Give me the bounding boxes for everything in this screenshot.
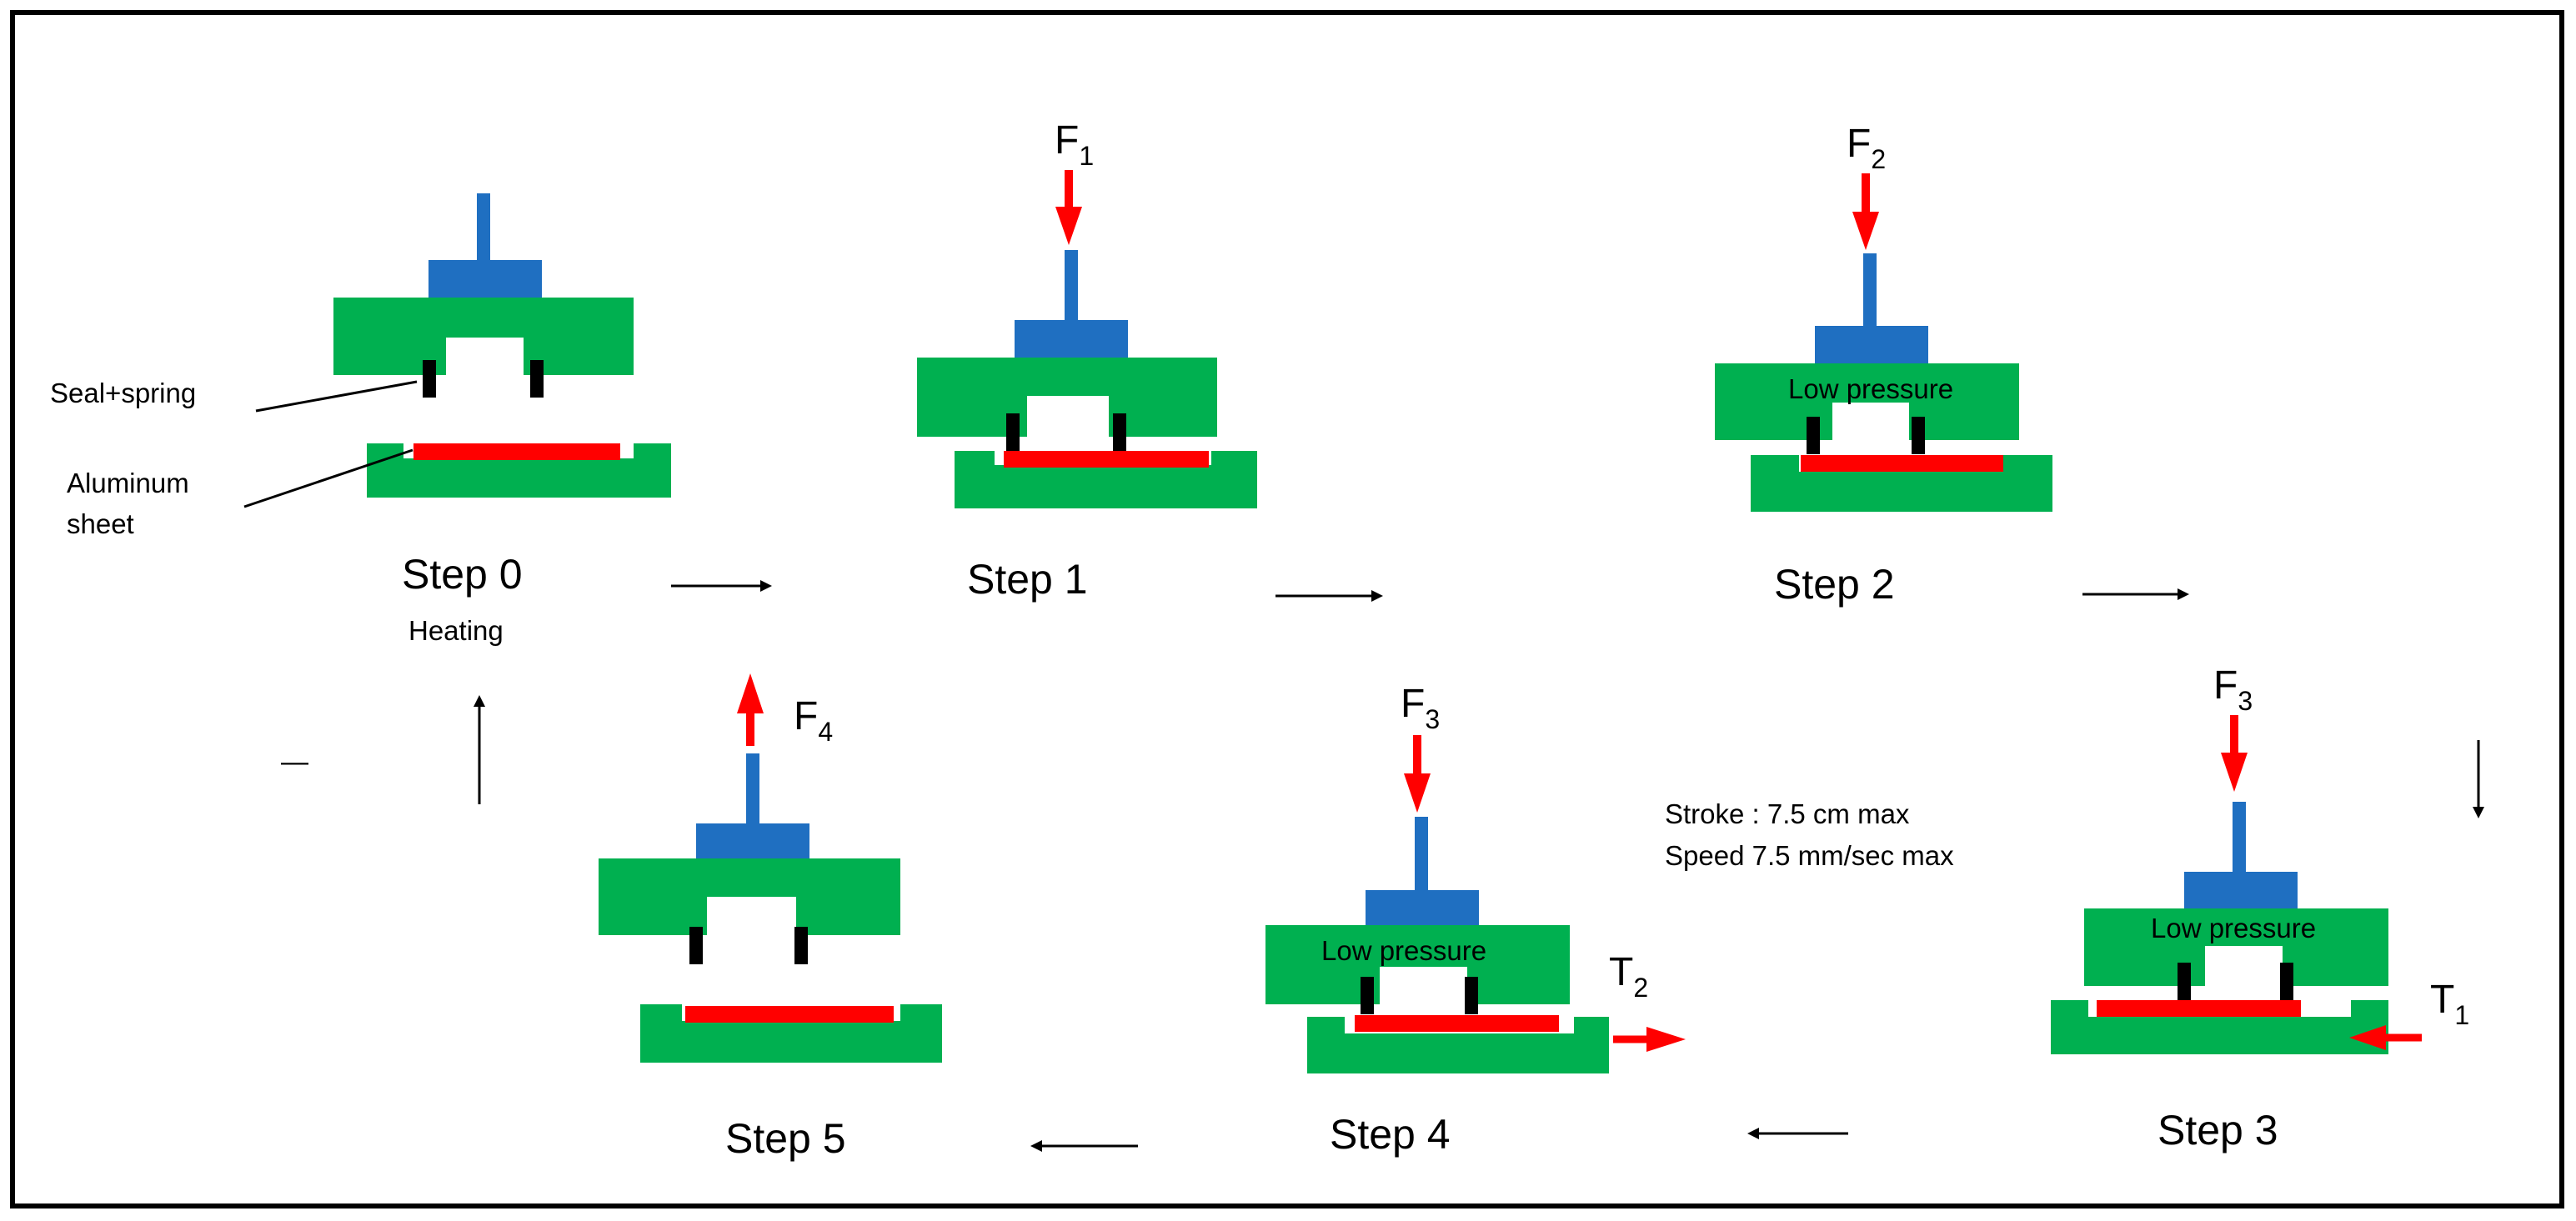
seal	[1361, 977, 1374, 1014]
seal-spring-label: Seal+spring	[50, 378, 196, 408]
force-arrow-down	[1404, 735, 1431, 813]
force-label-f1: F1	[1055, 118, 1094, 171]
press-step-3: F3 T1 Low pressure Step 3	[2051, 663, 2469, 1153]
press-rod	[1065, 250, 1078, 322]
arrow-left	[1030, 1140, 1138, 1152]
heating-label: Heating	[408, 615, 504, 646]
seal	[1912, 417, 1925, 454]
force-arrow-down	[1055, 170, 1082, 245]
press-rod	[1415, 817, 1428, 892]
stroke-spec: Stroke : 7.5 cm max	[1665, 798, 1910, 829]
arrow-right	[2082, 588, 2189, 600]
force-arrow-down	[2221, 715, 2248, 792]
aluminum-sheet	[413, 443, 620, 460]
aluminum-sheet	[1801, 455, 2003, 472]
aluminum-sheet	[2097, 1000, 2301, 1017]
force-label-f2: F2	[1847, 122, 1886, 174]
tension-arrow-right	[1613, 1027, 1686, 1052]
upper-die	[599, 858, 900, 935]
seal	[1006, 413, 1020, 451]
upper-die	[1265, 925, 1570, 1004]
lower-die	[367, 443, 671, 498]
lower-die	[1751, 455, 2052, 512]
force-label-f3: F3	[2213, 663, 2253, 716]
arrow-right	[671, 580, 772, 592]
seal	[1807, 417, 1820, 454]
low-pressure-label: Low pressure	[2151, 913, 2316, 943]
tension-label-t1: T1	[2430, 978, 2469, 1030]
sheet-label: sheet	[67, 508, 134, 539]
step-3-label: Step 3	[2158, 1107, 2278, 1153]
seal	[794, 927, 808, 964]
seal	[1113, 413, 1126, 451]
press-plate	[428, 260, 542, 298]
press-step-0: Seal+spring Aluminum sheet Step 0 Heatin…	[50, 193, 671, 646]
force-arrow-up	[737, 673, 764, 746]
force-arrow-down	[1852, 173, 1879, 250]
tension-arrow-left	[2349, 1025, 2422, 1050]
press-rod	[1863, 253, 1877, 328]
step-2-label: Step 2	[1774, 561, 1895, 608]
seal	[2280, 963, 2293, 1000]
seal	[2178, 963, 2191, 1000]
leader-line	[243, 448, 413, 508]
aluminum-label: Aluminum	[67, 468, 189, 498]
arrow-down	[2473, 740, 2484, 818]
upper-die	[333, 298, 634, 375]
arrow-left	[1747, 1128, 1848, 1139]
step-5-label: Step 5	[725, 1115, 846, 1162]
step-4-label: Step 4	[1330, 1111, 1451, 1158]
force-label-f4: F4	[794, 694, 833, 747]
low-pressure-label: Low pressure	[1321, 935, 1486, 966]
press-rod	[477, 193, 490, 262]
speed-spec: Speed 7.5 mm/sec max	[1665, 840, 1954, 871]
press-plate	[1366, 890, 1479, 928]
upper-die	[917, 358, 1217, 437]
lower-die	[2051, 1000, 2388, 1054]
lower-die	[640, 1004, 942, 1063]
low-pressure-label: Low pressure	[1788, 373, 1953, 404]
step-1-label: Step 1	[967, 556, 1088, 603]
aluminum-sheet	[685, 1006, 894, 1023]
seal	[689, 927, 703, 964]
tension-label-t2: T2	[1609, 950, 1648, 1003]
upper-die	[1715, 363, 2019, 440]
press-plate	[2184, 872, 2298, 909]
aluminum-sheet	[1004, 451, 1209, 468]
upper-die	[2084, 908, 2388, 986]
seal	[1465, 977, 1478, 1014]
step-0-label: Step 0	[402, 551, 523, 598]
force-label-f3: F3	[1401, 682, 1440, 734]
press-rod	[746, 753, 759, 827]
press-plate	[1815, 326, 1928, 363]
flow-arrows	[474, 580, 2484, 1152]
stray-dash: —	[281, 746, 308, 777]
press-step-5: F4 Step 5	[599, 673, 942, 1162]
press-plate	[1015, 320, 1128, 358]
press-plate	[696, 823, 809, 861]
diagram-border	[10, 10, 2564, 1208]
aluminum-sheet	[1355, 1015, 1559, 1032]
arrow-up	[474, 695, 485, 804]
press-rod	[2233, 802, 2246, 873]
lower-die	[1307, 1017, 1609, 1073]
seal	[530, 360, 544, 398]
press-step-4: F3 T2 Low pressure Step 4	[1265, 682, 1686, 1158]
leader-line	[255, 380, 418, 413]
press-step-1: F1 Step 1	[917, 118, 1257, 603]
arrow-right	[1275, 590, 1383, 602]
press-step-2: F2 Low pressure Step 2	[1715, 122, 2052, 608]
seal	[423, 360, 436, 398]
